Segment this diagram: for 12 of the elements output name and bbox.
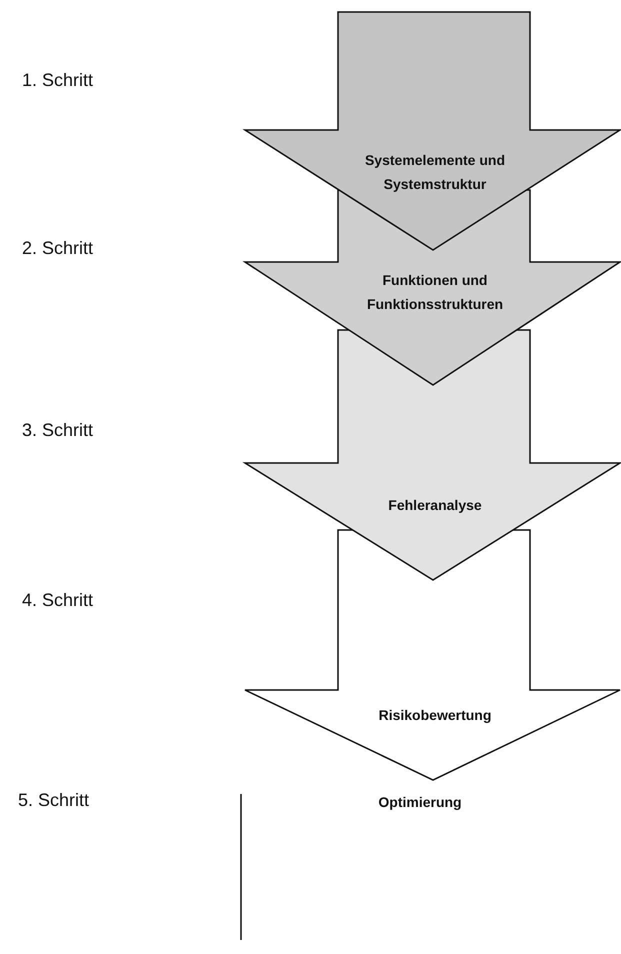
step-title: Systemelemente und Systemstruktur — [364, 151, 506, 194]
arrow-shape — [245, 12, 621, 252]
arrow-shape — [245, 530, 621, 782]
step-label: 2. Schritt — [22, 238, 94, 259]
step-title: Fehleranalyse — [387, 496, 483, 515]
step-title: Funktionen und Funktionsstrukturen — [366, 271, 504, 314]
step-label: 4. Schritt — [22, 590, 94, 611]
step-label: 5. Schritt — [18, 790, 90, 811]
step-label: 1. Schritt — [22, 70, 94, 91]
step-title: Risikobewertung — [378, 706, 492, 725]
step-label: 3. Schritt — [22, 420, 94, 441]
step-title: Optimierung — [377, 793, 463, 812]
